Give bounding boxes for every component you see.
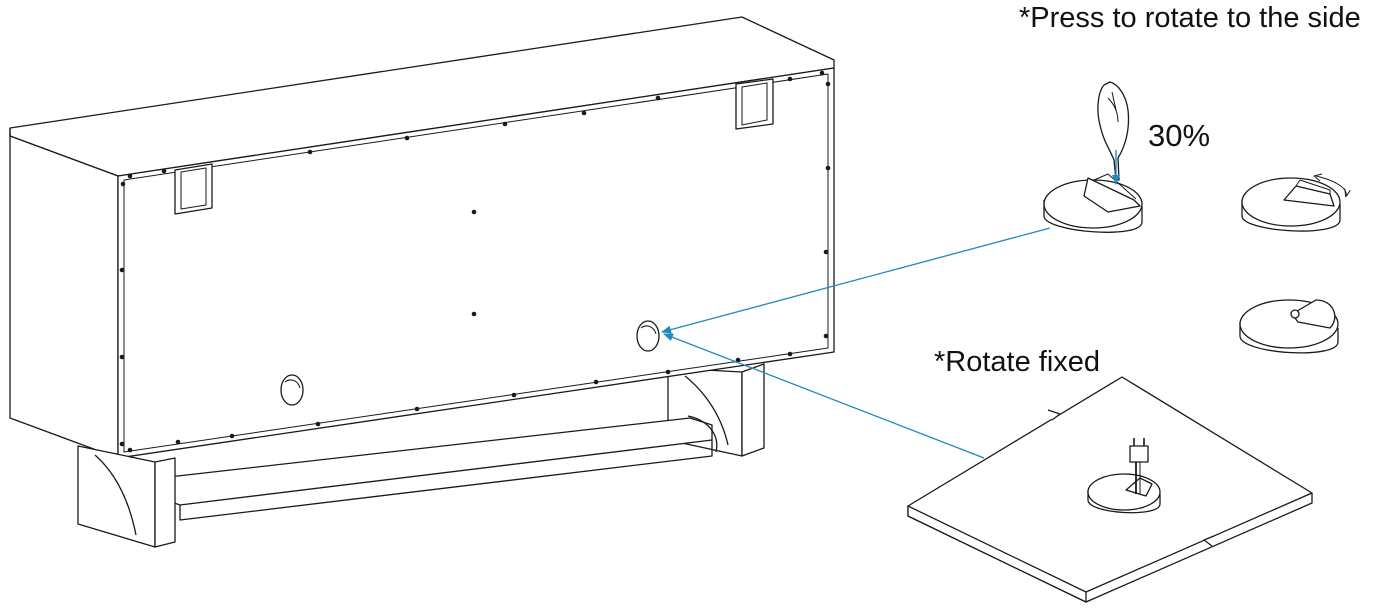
grommet-cap-rotated-side bbox=[1239, 299, 1339, 354]
cable-hole-left bbox=[280, 374, 304, 406]
tabletop-detail bbox=[907, 376, 1313, 603]
cabinet bbox=[9, 16, 835, 548]
leader-line-tabletop bbox=[663, 333, 985, 459]
press-percent-label: 30% bbox=[1148, 118, 1211, 153]
handle-cutout-left bbox=[174, 163, 213, 215]
tabletop-grommet bbox=[1087, 473, 1161, 514]
cable-hole-right bbox=[636, 320, 660, 352]
hand-press-icon bbox=[1097, 81, 1130, 181]
cabinet-back-panel bbox=[117, 67, 835, 459]
panel-screws bbox=[119, 70, 831, 453]
grommet-cap-pressed bbox=[1043, 81, 1143, 233]
grommet-cap-rotating bbox=[1241, 173, 1346, 232]
cabinet-side bbox=[9, 135, 119, 459]
rotate-instruction-label: *Rotate fixed bbox=[934, 346, 1101, 378]
leader-line-grommet bbox=[661, 227, 1051, 334]
press-instruction-label: *Press to rotate to the side bbox=[1019, 2, 1361, 34]
handle-cutout-right bbox=[735, 78, 774, 130]
plug-icon bbox=[1129, 438, 1149, 494]
leader-lines bbox=[661, 227, 1051, 459]
cabinet-leg-left bbox=[77, 445, 176, 548]
